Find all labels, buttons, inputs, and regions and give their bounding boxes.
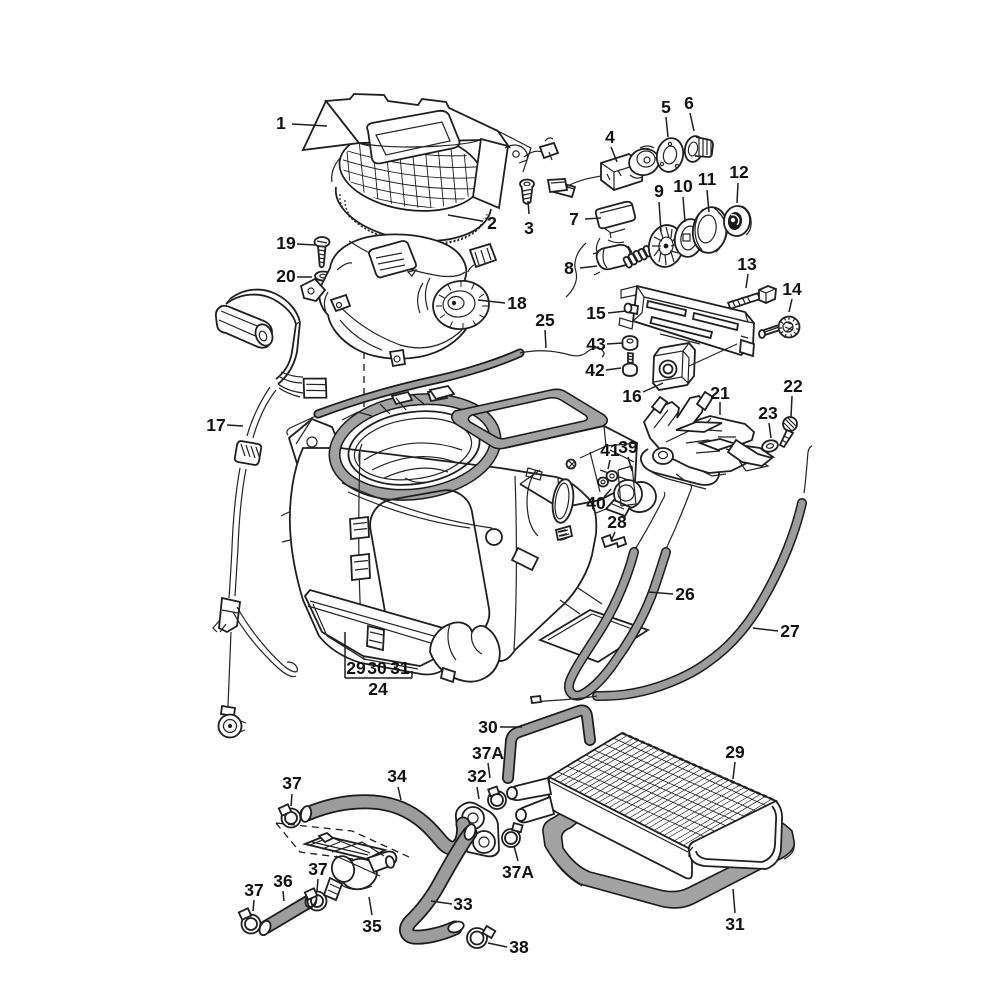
svg-text:37: 37: [308, 859, 327, 879]
svg-text:32: 32: [467, 766, 487, 786]
svg-text:43: 43: [586, 334, 606, 354]
svg-text:13: 13: [737, 254, 757, 274]
svg-text:20: 20: [276, 266, 296, 286]
svg-text:30: 30: [367, 658, 387, 678]
svg-text:39: 39: [618, 437, 638, 457]
svg-text:16: 16: [622, 386, 642, 406]
svg-text:29: 29: [725, 742, 745, 762]
svg-text:17: 17: [206, 415, 225, 435]
svg-text:15: 15: [586, 303, 606, 323]
svg-text:3: 3: [524, 218, 534, 238]
svg-text:7: 7: [569, 209, 579, 229]
svg-text:6: 6: [684, 93, 694, 113]
svg-text:10: 10: [673, 176, 693, 196]
svg-text:11: 11: [698, 169, 717, 189]
svg-text:37A: 37A: [472, 743, 504, 763]
svg-text:37A: 37A: [502, 862, 534, 882]
svg-text:21: 21: [710, 383, 730, 403]
svg-text:1: 1: [276, 113, 286, 133]
svg-text:24: 24: [368, 679, 388, 699]
svg-text:28: 28: [607, 512, 627, 532]
svg-text:30: 30: [478, 717, 498, 737]
svg-text:22: 22: [783, 376, 803, 396]
svg-text:42: 42: [585, 360, 605, 380]
svg-text:36: 36: [273, 871, 293, 891]
svg-text:18: 18: [507, 293, 527, 313]
svg-text:29: 29: [346, 658, 366, 678]
svg-text:33: 33: [453, 894, 473, 914]
svg-text:5: 5: [661, 97, 671, 117]
svg-text:37: 37: [282, 773, 301, 793]
svg-text:25: 25: [535, 310, 555, 330]
svg-text:37: 37: [244, 880, 263, 900]
svg-text:31: 31: [390, 658, 410, 678]
svg-text:19: 19: [276, 233, 296, 253]
svg-text:35: 35: [362, 916, 382, 936]
svg-text:9: 9: [654, 181, 664, 201]
svg-text:4: 4: [605, 127, 615, 147]
svg-text:31: 31: [725, 914, 745, 934]
svg-text:14: 14: [782, 279, 802, 299]
svg-text:40: 40: [586, 493, 606, 513]
svg-text:2: 2: [487, 213, 497, 233]
svg-text:12: 12: [729, 162, 749, 182]
svg-text:41: 41: [600, 440, 620, 460]
svg-text:38: 38: [509, 937, 529, 957]
svg-text:23: 23: [758, 403, 778, 423]
svg-text:34: 34: [387, 766, 407, 786]
svg-text:8: 8: [564, 258, 574, 278]
svg-text:26: 26: [675, 584, 695, 604]
svg-text:27: 27: [780, 621, 799, 641]
